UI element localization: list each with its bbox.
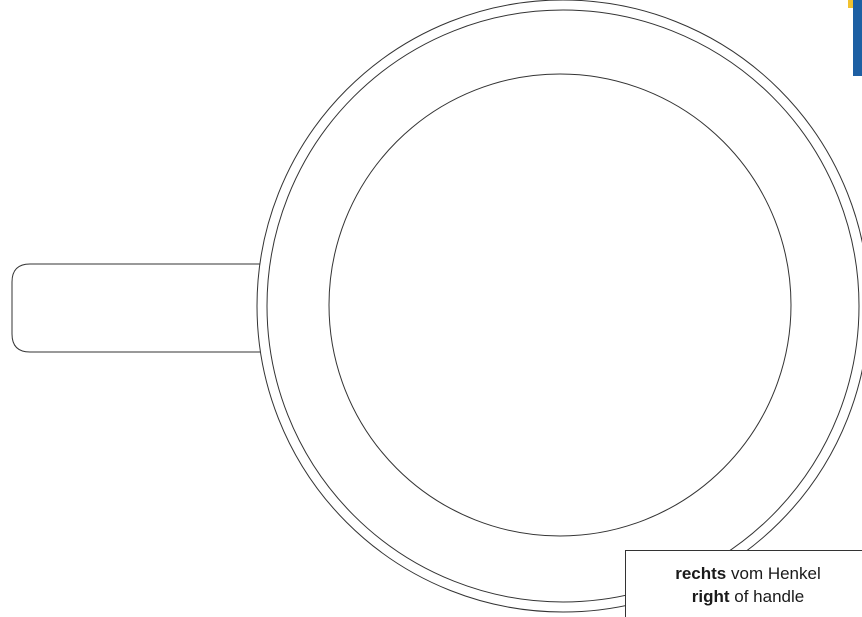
mug-outer-rim xyxy=(256,0,862,613)
label-english-rest: of handle xyxy=(729,587,805,606)
position-label: rechts vom Henkel right of handle xyxy=(625,550,862,617)
corner-accent-yellow xyxy=(848,0,854,8)
label-german: rechts vom Henkel xyxy=(626,562,862,585)
label-german-bold: rechts xyxy=(675,564,727,583)
mug-handle xyxy=(11,263,262,353)
label-english: right of handle xyxy=(626,585,862,608)
corner-accent-blue xyxy=(853,0,862,76)
mug-inner-opening xyxy=(328,73,792,537)
label-english-bold: right xyxy=(691,587,730,606)
label-german-rest: vom Henkel xyxy=(726,564,821,583)
mug-rim-edge xyxy=(266,9,860,603)
